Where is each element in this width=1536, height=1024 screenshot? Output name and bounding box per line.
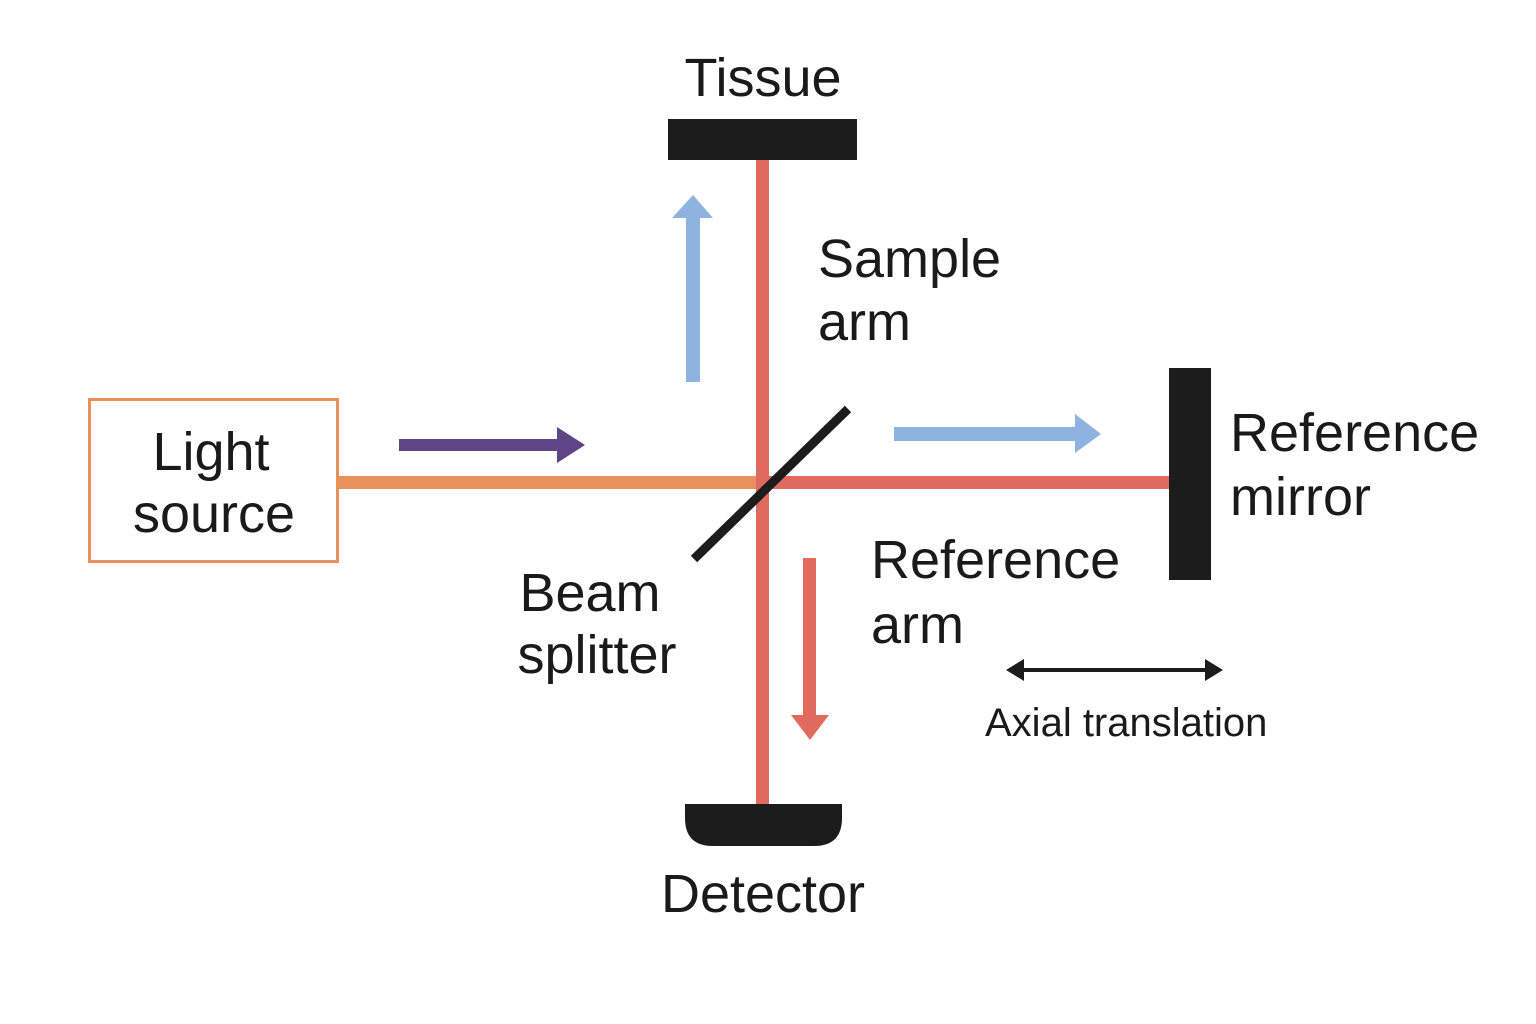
tissue-bar — [668, 119, 857, 160]
sample-direction-arrow — [672, 195, 713, 382]
detector-cup — [685, 804, 842, 846]
sample-arm-label-line1: Sample — [818, 229, 1001, 289]
axial-translation-arrow — [1006, 659, 1223, 681]
detector-direction-arrow — [791, 558, 829, 740]
reference-arm-beam — [762, 476, 1170, 489]
light-source-label-line1: Light — [152, 422, 269, 482]
beam-splitter — [690, 405, 852, 563]
sample-arm-beam — [756, 160, 769, 805]
reference-mirror-bar — [1169, 368, 1211, 580]
beam-splitter-label-line1: Beam — [519, 563, 660, 623]
axial-translation-label: Axial translation — [985, 701, 1267, 745]
incident-arrow — [399, 427, 585, 463]
beam-splitter-label-line2: splitter — [517, 625, 676, 685]
reference-mirror-label-line2: mirror — [1230, 467, 1371, 527]
reference-arm-label-line1: Reference — [871, 530, 1120, 590]
light-source-label-line2: source — [133, 484, 295, 544]
tissue-label: Tissue — [684, 48, 841, 108]
reference-direction-arrow — [894, 414, 1101, 453]
reference-arm-label-line2: arm — [871, 595, 964, 655]
source-beam — [338, 476, 762, 489]
sample-arm-label-line2: arm — [818, 292, 911, 352]
reference-mirror-label-line1: Reference — [1230, 403, 1479, 463]
light-source-box — [88, 398, 339, 563]
detector-label: Detector — [661, 864, 865, 924]
